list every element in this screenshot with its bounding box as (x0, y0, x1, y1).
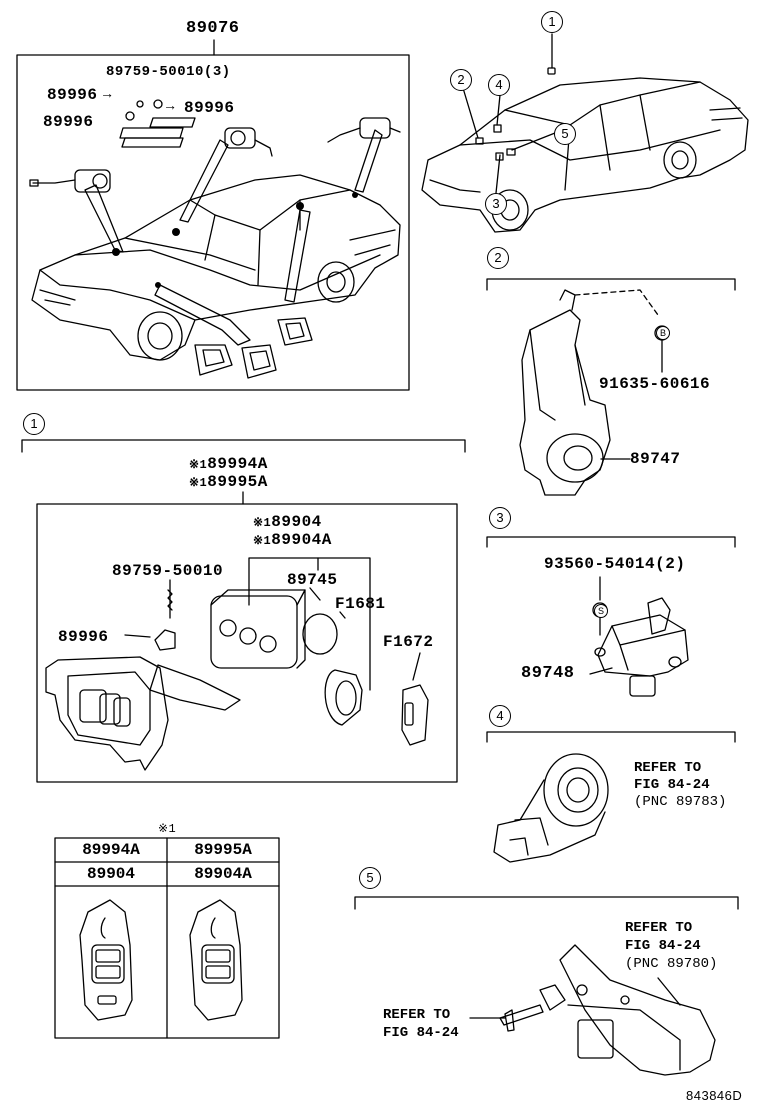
overview-car-drawing (31, 174, 401, 361)
part-89904a-row: ※189904A (253, 531, 332, 550)
part-89904: 89904 (271, 513, 322, 531)
refer-fig-line1: REFER TO (634, 760, 702, 776)
bolt-qty-label: 89759-50010(3) (106, 64, 231, 80)
location-car-drawing (421, 77, 749, 233)
screw-89759-50010: 89759-50010 (112, 562, 224, 580)
legend-header-89994a: 89994A (82, 841, 140, 859)
mark-1: ※1 (253, 516, 272, 530)
overview-frame (16, 54, 410, 391)
clip-arrow-glyph: → (166, 99, 175, 115)
screw-fastener-letter: S (594, 604, 608, 618)
case-89745: 89745 (287, 571, 338, 589)
mark-1: ※1 (189, 476, 208, 490)
section-5-index: 5 (359, 867, 381, 889)
legend-header-89995a: 89995A (194, 841, 252, 859)
battery-f1681: F1681 (335, 595, 386, 613)
section-2-index: 2 (487, 247, 509, 269)
key-assembly-frame (36, 503, 458, 783)
legend-subheader-89904a: 89904A (194, 865, 252, 883)
legend-mark: ※1 (158, 822, 177, 836)
section-1-index: 1 (23, 413, 45, 435)
location-callout-5: 5 (554, 123, 576, 145)
clip-label-right: 89996 (184, 99, 235, 117)
clip-label-left-top: 89996 (47, 86, 98, 104)
refer-fig-5-line1: REFER TO (625, 920, 693, 936)
refer-fig-bolt-line2: FIG 84-24 (383, 1025, 459, 1041)
part-89747: 89747 (630, 450, 681, 468)
steering-lock-drawing (519, 289, 611, 496)
screw-93560-54014: 93560-54014(2) (544, 555, 686, 573)
refer-fig-pnc: (PNC 89783) (634, 794, 727, 810)
clip-89996: 89996 (58, 628, 109, 646)
part-89748: 89748 (521, 664, 575, 683)
key-f1672: F1672 (383, 633, 434, 651)
mark-1: ※1 (189, 458, 208, 472)
clip-arrow-glyph-2: → (103, 87, 112, 103)
clip-label-left-bottom: 89996 (43, 113, 94, 131)
refer-fig-5-pnc: (PNC 89780) (625, 956, 718, 972)
part-89994a-row: ※189994A (189, 455, 268, 474)
section-4-index: 4 (489, 705, 511, 727)
mark-1: ※1 (253, 534, 272, 548)
immobilizer-module-drawing (594, 597, 689, 697)
bolt-91635-60616: 91635-60616 (599, 375, 711, 393)
overview-module-shapes (29, 117, 401, 379)
ignition-switch-drawing (493, 753, 609, 863)
location-callout-3: 3 (485, 193, 507, 215)
location-callout-1: 1 (541, 11, 563, 33)
smart-key-fob-drawing (45, 629, 241, 771)
part-89904a: 89904A (271, 531, 332, 549)
part-89994a: 89994A (207, 455, 268, 473)
antenna-assembly-drawing (539, 944, 716, 1076)
part-89995a-row: ※189995A (189, 473, 268, 492)
legend-fob-left (79, 899, 133, 1021)
refer-fig-line2: FIG 84-24 (634, 777, 710, 793)
part-89995a: 89995A (207, 473, 268, 491)
refer-fig-5-line2: FIG 84-24 (625, 938, 701, 954)
section-3-index: 3 (489, 507, 511, 529)
bolt-fastener-letter: B (656, 326, 670, 340)
legend-fob-right (189, 899, 243, 1021)
location-callout-2: 2 (450, 69, 472, 91)
refer-fig-bolt-line1: REFER TO (383, 1007, 451, 1023)
smart-key-case-drawing (210, 589, 429, 746)
location-callout-4: 4 (488, 74, 510, 96)
legend-subheader-89904: 89904 (86, 865, 135, 883)
diagram-code: 843846D (686, 1088, 743, 1103)
part-89904-row: ※189904 (253, 513, 322, 532)
part-number-89076: 89076 (186, 19, 240, 38)
